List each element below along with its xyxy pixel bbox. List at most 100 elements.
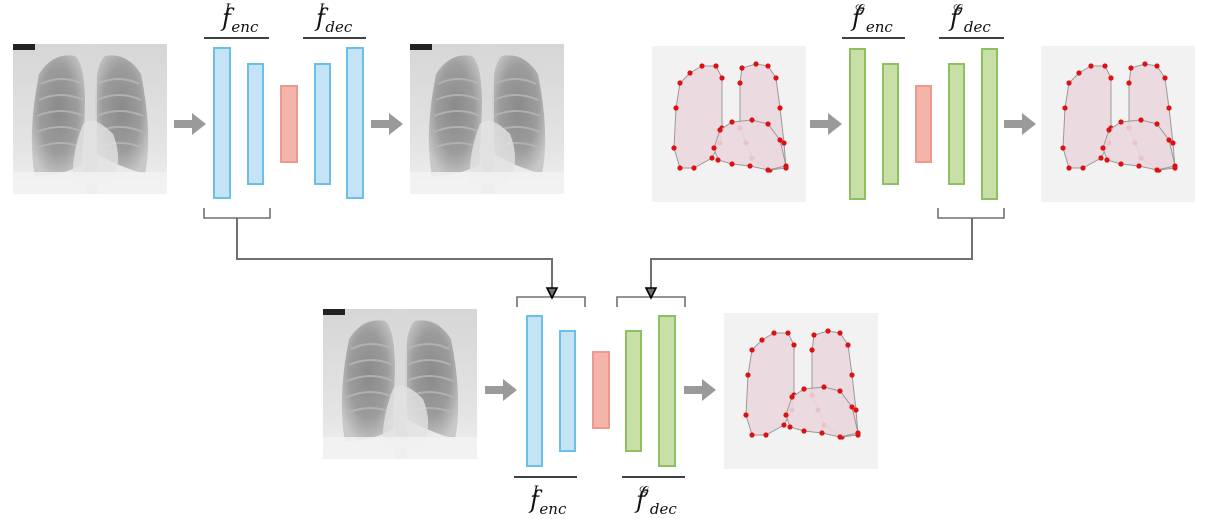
chest-xray-reconstructed-top [409, 43, 565, 195]
image-encoder-block-1 [213, 47, 231, 199]
landmark-graph-input-top-landmark-2-3 [765, 63, 771, 69]
landmark-graph-output-top-landmark-1-9 [1066, 165, 1072, 171]
landmark-graph-output-bottom-landmark-2-5 [849, 372, 855, 378]
landmark-graph-output-top-landmark-1-11 [1062, 105, 1068, 111]
shared-image-encoder-block-2 [559, 330, 576, 452]
landmark-graph-input-top-landmark-1-10 [671, 145, 677, 151]
landmark-graph-output-bottom-landmark-3-7 [837, 434, 843, 440]
connector-image-encoder [236, 218, 553, 290]
chest-xray-input-top [12, 43, 168, 195]
landmark-graph-output-top-landmark-2-4 [1162, 75, 1168, 81]
bracket-image-encoder-bottom [516, 296, 586, 307]
landmark-graph-output-top-landmark-2-6 [1170, 140, 1176, 146]
landmark-graph-output-top-landmark-2-5 [1166, 105, 1172, 111]
landmark-graph-output-top-landmark-3-1 [1106, 127, 1112, 133]
graph-decoder-label-top: f𝒢dec [950, 2, 991, 36]
landmark-graph-input-top-landmark-3-10 [715, 157, 721, 163]
bracket-graph-decoder-top [937, 208, 1005, 219]
landmark-graph-output-bottom-landmark-3-6 [855, 430, 861, 436]
landmark-graph-output-bottom-landmark-2-1 [811, 332, 817, 338]
landmark-graph-input-top-landmark-3-1 [717, 127, 723, 133]
landmark-graph-input-top-landmark-3-9 [729, 161, 735, 167]
landmark-graph-input-top-landmark-2-12 [737, 80, 743, 86]
landmark-graph-output-bottom-landmark-1-3 [785, 330, 791, 336]
landmark-graph-output-top-landmark-3-5 [1166, 137, 1172, 143]
landmark-graph-input-top-landmark-1-4 [719, 75, 725, 81]
landmark-graph-input-top-landmark-3-3 [749, 117, 755, 123]
landmark-graph-output-top-landmark-3-3 [1138, 117, 1144, 123]
landmark-graph-output-top-landmark-1-3 [1102, 63, 1108, 69]
landmark-graph-output-top-landmark-2-1 [1128, 65, 1134, 71]
image-encoder-label-top: fIenc [222, 2, 259, 36]
latent-block-top-left [280, 85, 298, 163]
landmark-graph-output-top [1041, 46, 1195, 202]
landmark-graph-input-top-landmark-2-5 [777, 105, 783, 111]
landmark-graph-output-top-landmark-3-4 [1154, 121, 1160, 127]
landmark-graph-output-bottom [724, 313, 878, 469]
landmark-graph-output-bottom-landmark-3-9 [801, 428, 807, 434]
landmark-graph-input-top-landmark-3-11 [711, 145, 717, 151]
landmark-graph-output-bottom-landmark-2-12 [809, 347, 815, 353]
landmark-graph-output-top-shapes [1060, 61, 1178, 173]
landmark-graph-output-bottom-landmark-2-4 [845, 342, 851, 348]
arrow-input-to-image-encoder [174, 113, 206, 135]
landmark-graph-input-top-landmark-3-5 [777, 137, 783, 143]
arrow-graph-input-to-encoder [810, 113, 842, 135]
landmark-graph-input-top-landmark-2-4 [773, 75, 779, 81]
landmark-graph-input-top-landmark-3-7 [765, 167, 771, 173]
image-encoder-block-2 [247, 63, 264, 185]
arrow-graph-decoder-to-output [1004, 113, 1036, 135]
image-decoder-block-2 [346, 47, 364, 199]
graph-encoder-label-top: f𝒢enc [852, 2, 893, 36]
chest-xray-input-bottom [322, 308, 478, 460]
landmark-graph-output-top-landmark-1-10 [1060, 145, 1066, 151]
landmark-graph-output-bottom-landmark-3-8 [819, 430, 825, 436]
landmark-graph-output-bottom-landmark-2-3 [837, 330, 843, 336]
connector-arrowhead-right [644, 287, 658, 300]
landmark-graph-input-top-landmark-1-8 [691, 165, 697, 171]
landmark-graph-output-bottom-landmark-2-6 [853, 407, 859, 413]
landmark-graph-output-bottom-landmark-3-3 [821, 384, 827, 390]
landmark-graph-output-bottom-landmark-2-2 [825, 328, 831, 334]
landmark-graph-input-top-landmark-3-6 [783, 163, 789, 169]
graph-decoder-block-1 [948, 63, 965, 185]
landmark-graph-output-bottom-landmark-3-4 [837, 388, 843, 394]
landmark-graph-output-bottom-landmark-1-2 [771, 330, 777, 336]
landmark-graph-output-top-landmark-3-11 [1100, 145, 1106, 151]
landmark-graph-output-top-landmark-2-12 [1126, 80, 1132, 86]
landmark-graph-output-bottom-landmark-1-10 [743, 412, 749, 418]
landmark-graph-output-bottom-landmark-3-10 [787, 424, 793, 430]
arrow-bottom-input-to-encoder [485, 379, 517, 401]
latent-block-top-right [915, 85, 932, 163]
image-encoder-label-bottom: fIenc [530, 484, 567, 518]
landmark-graph-input-top-landmark-1-3 [713, 63, 719, 69]
landmark-graph-output-top-landmark-3-10 [1104, 157, 1110, 163]
image-decoder-block-1 [314, 63, 331, 185]
landmark-graph-output-bottom-landmark-3-2 [801, 386, 807, 392]
image-decoder-label-top: fIdec [316, 2, 353, 36]
landmark-graph-input-top [652, 46, 806, 202]
graph-encoder-block-2 [882, 63, 899, 185]
landmark-graph-input-top-landmark-2-2 [753, 61, 759, 67]
landmark-graph-output-top-landmark-2-3 [1154, 63, 1160, 69]
landmark-graph-output-bottom-landmark-1-8 [763, 432, 769, 438]
connector-graph-decoder [650, 218, 973, 290]
shared-image-encoder-block-1 [526, 315, 543, 467]
arrow-bottom-decoder-to-output [684, 379, 716, 401]
landmark-graph-output-top-landmark-3-6 [1172, 163, 1178, 169]
graph-decoder-block-2 [981, 48, 998, 200]
landmark-graph-input-top-landmark-1-2 [699, 63, 705, 69]
landmark-graph-output-top-landmark-3-7 [1154, 167, 1160, 173]
landmark-graph-output-top-landmark-1-7 [1098, 155, 1104, 161]
landmark-graph-output-bottom-shapes [743, 328, 861, 440]
landmark-graph-input-top-landmark-2-1 [739, 65, 745, 71]
shared-graph-decoder-block-1 [625, 330, 642, 452]
landmark-graph-output-bottom-landmark-3-11 [783, 412, 789, 418]
landmark-graph-input-top-landmark-1-12 [677, 80, 683, 86]
connector-arrowhead-left [545, 287, 559, 300]
landmark-graph-input-top-landmark-1-9 [677, 165, 683, 171]
landmark-graph-output-bottom-landmark-1-4 [791, 342, 797, 348]
landmark-graph-input-top-landmark-3-2 [729, 119, 735, 125]
landmark-graph-output-top-landmark-1-2 [1088, 63, 1094, 69]
